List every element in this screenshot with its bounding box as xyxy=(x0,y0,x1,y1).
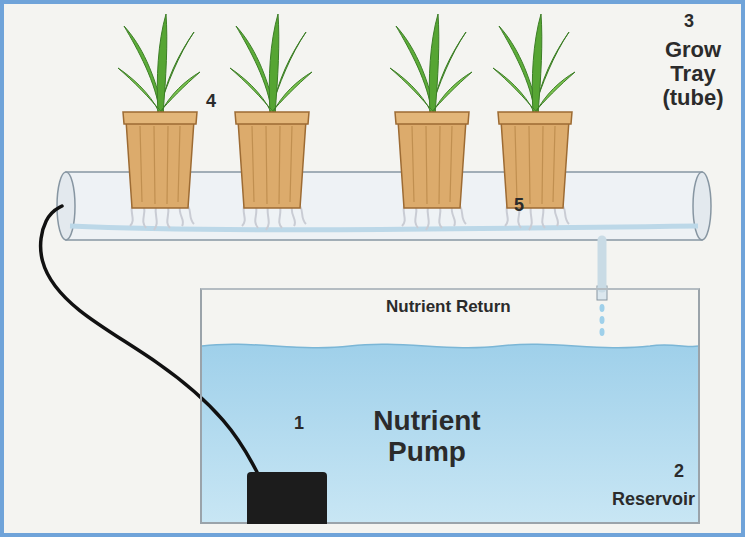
node-text: Reservoir xyxy=(612,490,698,510)
callout-number: 1 xyxy=(294,414,304,434)
callout-number: 2 xyxy=(674,462,684,482)
node-text: Nutrient Pump xyxy=(337,406,517,468)
return-pipe xyxy=(598,240,607,288)
callout-number: 3 xyxy=(684,12,694,32)
callout-number: 4 xyxy=(206,92,216,112)
nutrient-pump: Nutrient Pump xyxy=(247,472,327,524)
node-text: Grow Tray (tube) xyxy=(648,38,738,111)
grow-tray-tube: Grow Tray (tube) xyxy=(62,172,706,240)
return-outlet xyxy=(597,286,607,336)
pump-hose xyxy=(41,206,257,472)
callout-number: 5 xyxy=(514,196,524,216)
flow-label: Nutrient Return xyxy=(386,298,511,317)
plant-pots xyxy=(118,14,575,230)
reservoir-tank: Reservoir Nutrient Pump xyxy=(200,288,700,524)
